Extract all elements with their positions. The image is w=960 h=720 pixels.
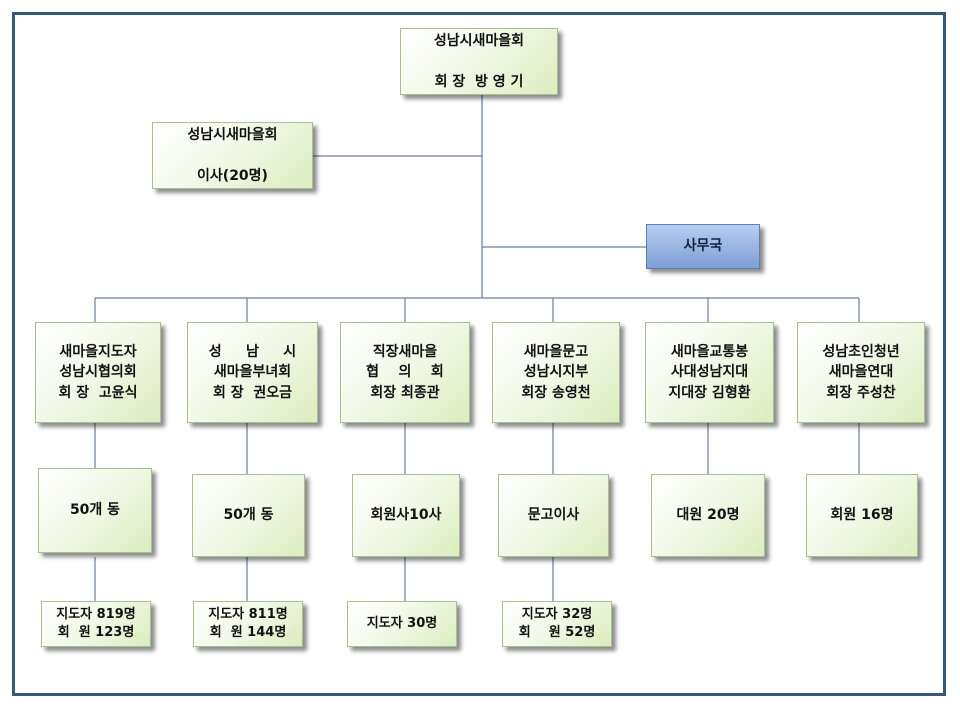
branch-member-box: 지도자 32명 회 원 52명: [502, 601, 612, 647]
branch-member-box: 지도자 811명 회 원 144명: [193, 601, 303, 647]
branch-unit-text: 50개 동: [69, 502, 121, 519]
branch-unit-box: 문고이사: [498, 474, 609, 557]
branch-head: 새마을교통봉 사대성남지대 지대장 김형환: [645, 322, 774, 423]
branch-unit-text: 회원 16명: [830, 507, 894, 524]
branch-member-text: 지도자 32명 회 원 52명: [518, 607, 596, 640]
branch-head: 새마을지도자 성남시협의회 회 장 고윤식: [35, 322, 161, 423]
branch-unit-text: 50개 동: [223, 507, 274, 524]
branch-head-text: 새마을교통봉 사대성남지대 지대장 김형환: [668, 344, 751, 401]
board-box: 성남시새마을회 이사(20명): [152, 122, 313, 189]
branch-member-box: 지도자 819명 회 원 123명: [41, 601, 151, 647]
president-name: 회 장 방 영 기: [434, 73, 524, 90]
branch-member-text: 지도자 30명: [366, 616, 438, 632]
secretariat-box: 사무국: [646, 224, 760, 269]
branch-unit-box: 회원사10사: [352, 474, 460, 557]
secretariat-label: 사무국: [683, 238, 723, 255]
branch-member-text: 지도자 811명 회 원 144명: [208, 607, 288, 640]
branch-head: 새마을문고 성남시지부 회장 송영천: [492, 322, 620, 423]
branch-unit-text: 문고이사: [527, 507, 580, 524]
president-box: 성남시새마을회 회 장 방 영 기: [400, 28, 558, 95]
branch-head-text: 직장새마을 협 의 회 회장 최종관: [366, 344, 444, 401]
branch-head: 성 남 시 새마을부녀회 회 장 권오금: [187, 322, 318, 423]
branch-unit-box: 50개 동: [38, 468, 152, 553]
branch-head-text: 새마을문고 성남시지부 회장 송영천: [521, 344, 591, 401]
board-org: 성남시새마을회: [187, 127, 278, 144]
diagram-frame: [12, 12, 946, 696]
branch-unit-box: 50개 동: [192, 474, 305, 557]
branch-member-text: 지도자 819명 회 원 123명: [56, 607, 136, 640]
branch-head-text: 새마을지도자 성남시협의회 회 장 고윤식: [58, 344, 138, 401]
branch-head: 성남초인청년 새마을연대 회장 주성찬: [797, 322, 925, 423]
branch-unit-text: 대원 20명: [676, 507, 740, 524]
branch-unit-box: 회원 16명: [806, 474, 918, 557]
board-members: 이사(20명): [197, 167, 268, 184]
branch-member-box: 지도자 30명: [347, 601, 457, 647]
branch-unit-box: 대원 20명: [651, 474, 765, 557]
branch-head-text: 성남초인청년 새마을연대 회장 주성찬: [822, 344, 900, 401]
branch-unit-text: 회원사10사: [370, 507, 442, 524]
branch-head: 직장새마을 협 의 회 회장 최종관: [340, 322, 470, 423]
branch-head-text: 성 남 시 새마을부녀회 회 장 권오금: [208, 344, 297, 401]
president-org: 성남시새마을회: [433, 33, 525, 50]
